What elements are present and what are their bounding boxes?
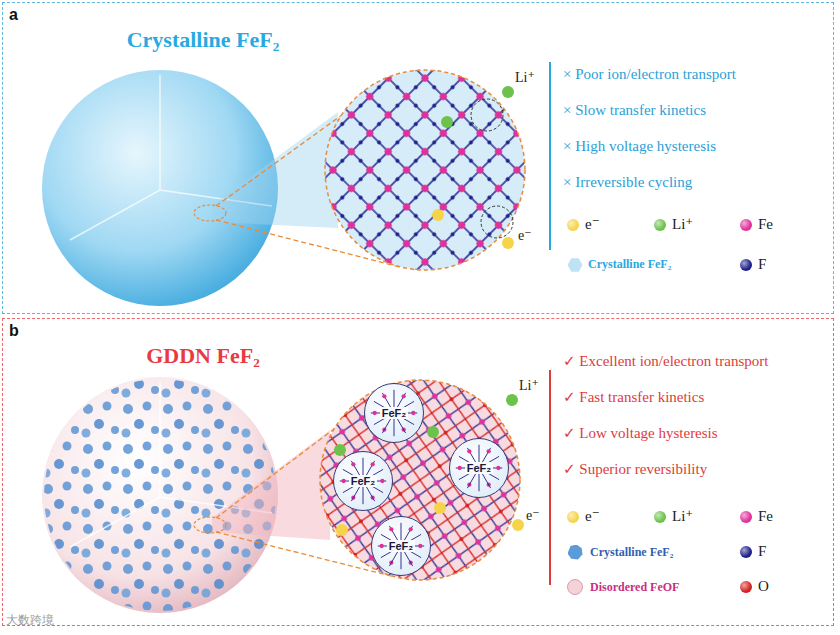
legend-text: Crystalline FeF₂	[588, 257, 671, 271]
property-item: × High voltage hysteresis	[563, 137, 716, 155]
property-item: ✓ Excellent ion/electron transport	[563, 352, 768, 370]
watermark: 大数跨境	[6, 613, 54, 627]
legend-text: F	[758, 542, 766, 560]
legend-text: Li⁺	[672, 215, 693, 233]
electron-label: e⁻	[518, 228, 532, 245]
legend-text: Disordered FeOF	[590, 580, 679, 594]
legend-swatch	[567, 579, 583, 595]
property-item: ✓ Superior reversibility	[563, 460, 707, 478]
panel-letter: b	[9, 321, 19, 340]
legend-text: Crystalline FeF₂	[590, 545, 673, 559]
legend-swatch	[740, 546, 752, 558]
panel-title: GDDN FeF₂	[43, 343, 363, 369]
legend-swatch	[568, 545, 583, 560]
property-item: ✓ Low voltage hysteresis	[563, 424, 718, 442]
panel-title: Crystalline FeF₂	[43, 27, 363, 53]
legend-swatch	[567, 219, 579, 231]
property-item: × Poor ion/electron transport	[563, 65, 736, 83]
legend-text: Li⁺	[672, 507, 693, 525]
legend-swatch	[740, 581, 752, 593]
crystalline-grain: FeF₂	[449, 438, 509, 498]
legend-swatch	[740, 511, 752, 523]
legend-swatch	[567, 511, 579, 523]
electron-label: e⁻	[526, 508, 540, 525]
ion-label: Li⁺	[515, 70, 535, 87]
ion-label: Li⁺	[519, 378, 539, 395]
legend-swatch	[568, 258, 583, 273]
legend-text: Fe	[758, 507, 773, 525]
legend-swatch	[654, 219, 666, 231]
grain-label: FeF₂	[465, 462, 493, 474]
legend-text: e⁻	[585, 215, 600, 233]
legend-text: O	[758, 577, 769, 595]
property-item: × Irreversible cycling	[563, 173, 692, 191]
panel-letter: a	[9, 5, 18, 24]
legend-swatch	[740, 219, 752, 231]
grain-label: FeF₂	[387, 540, 415, 552]
crystalline-grain: FeF₂	[371, 516, 431, 576]
crystalline-grain: FeF₂	[333, 451, 393, 511]
grain-label: FeF₂	[380, 407, 408, 419]
legend-swatch	[654, 511, 666, 523]
property-item: ✓ Fast transfer kinetics	[563, 388, 704, 406]
crystalline-grain: FeF₂	[364, 383, 424, 443]
figure-panel: aCrystalline FeF₂	[2, 2, 834, 314]
legend-text: Fe	[758, 215, 773, 233]
legend-text: F	[758, 255, 766, 273]
grain-label: FeF₂	[349, 475, 377, 487]
legend-text: e⁻	[585, 507, 600, 525]
legend-swatch	[740, 259, 752, 271]
property-item: × Slow transfer kinetics	[563, 101, 706, 119]
